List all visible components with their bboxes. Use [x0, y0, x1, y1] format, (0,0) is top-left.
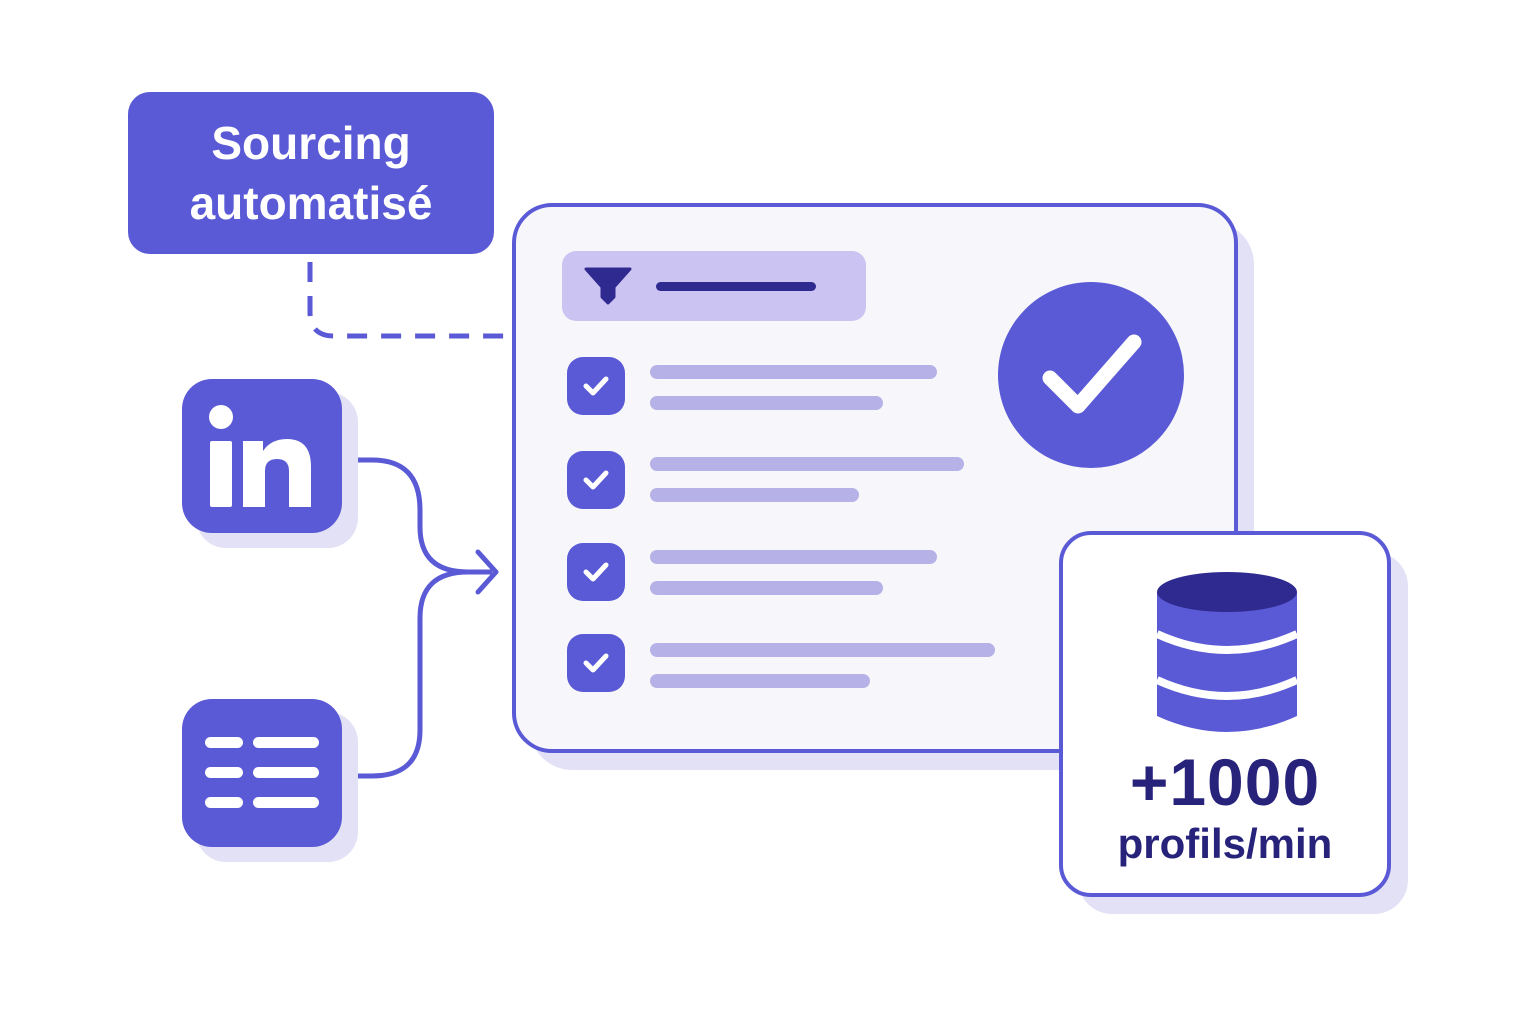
sourcing-label: Sourcing automatisé: [128, 92, 494, 254]
check-icon: [583, 653, 609, 673]
row-3-checkbox[interactable]: [567, 543, 625, 601]
list-connector: [358, 569, 469, 779]
arrow-head: [475, 549, 499, 595]
label-line-2: automatisé: [189, 177, 433, 229]
linkedin-tile: [182, 379, 342, 533]
row-2-subtitle-placeholder: [650, 488, 859, 502]
row-1-subtitle-placeholder: [650, 396, 883, 410]
dashed-connector: [307, 262, 512, 339]
linkedin-connector: [358, 457, 492, 575]
check-icon: [583, 562, 609, 582]
filter-icon: [584, 267, 632, 305]
check-icon: [583, 376, 609, 396]
row-3-subtitle-placeholder: [650, 581, 883, 595]
profiles-rate-unit: profils/min: [1117, 820, 1333, 867]
row-3-title-placeholder: [650, 550, 937, 564]
validated-status: [998, 282, 1184, 468]
list-tile: [182, 699, 342, 847]
checkmark-circle-icon: [1042, 334, 1142, 414]
row-1-title-placeholder: [650, 365, 937, 379]
label-line-1: Sourcing: [211, 117, 411, 169]
linkedin-icon: [209, 405, 311, 507]
check-icon: [583, 470, 609, 490]
row-4-title-placeholder: [650, 643, 995, 657]
row-4-checkbox[interactable]: [567, 634, 625, 692]
row-4-subtitle-placeholder: [650, 674, 870, 688]
row-2-title-placeholder: [650, 457, 964, 471]
row-2-checkbox[interactable]: [567, 451, 625, 509]
profiles-count: +1000: [1129, 745, 1321, 819]
filter-text-placeholder: [656, 282, 816, 291]
list-icon: [205, 737, 319, 808]
row-1-checkbox[interactable]: [567, 357, 625, 415]
database-icon: [1155, 572, 1299, 732]
